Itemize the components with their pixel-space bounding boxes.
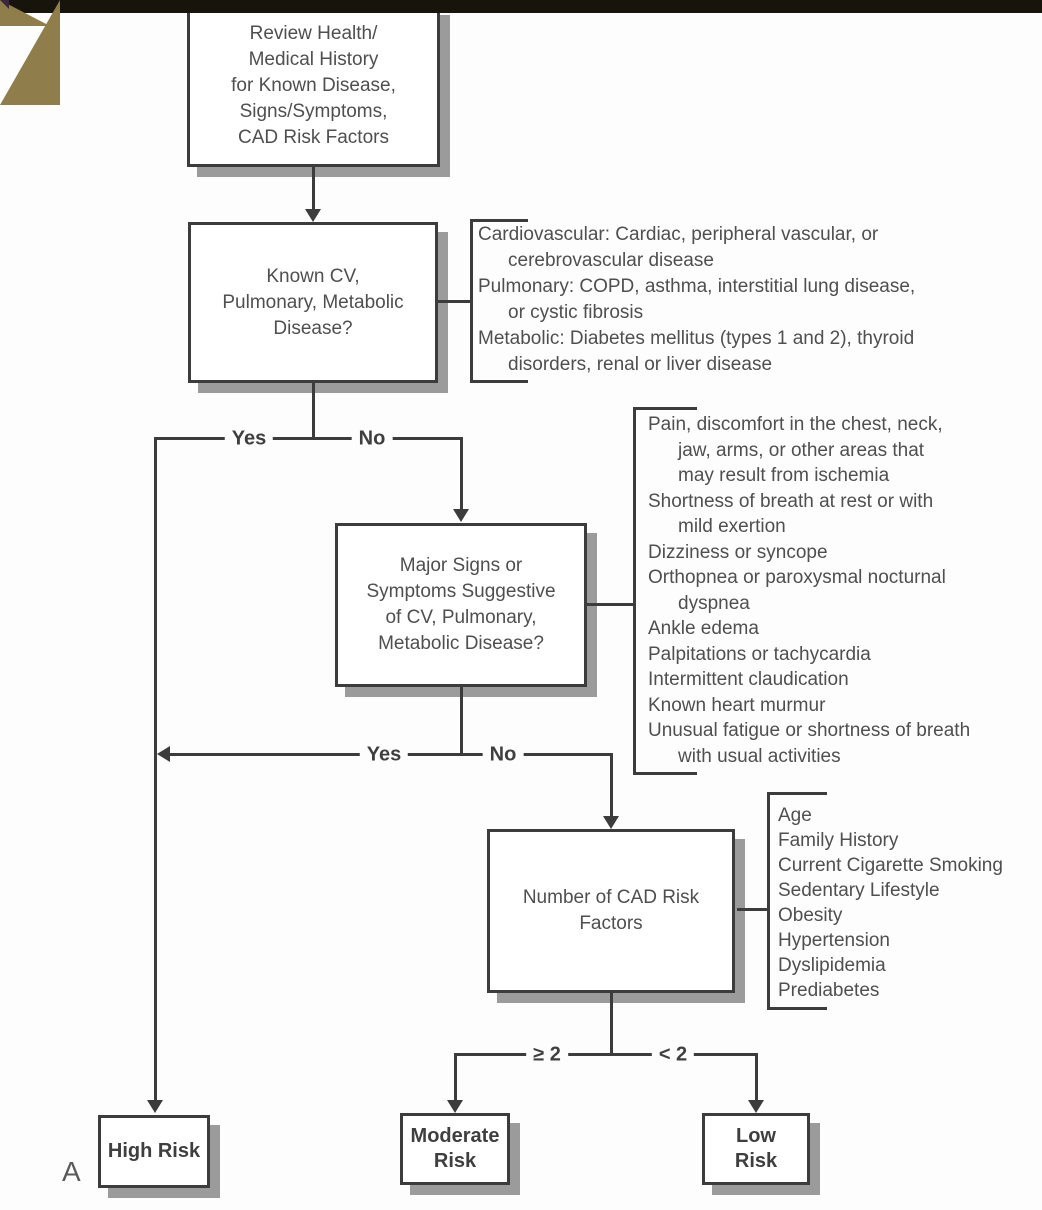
- no-branch1-vertical-line: [460, 437, 463, 511]
- text-line: Ankle edema: [648, 618, 759, 639]
- text-line: Intermittent claudication: [648, 669, 849, 690]
- page-corner-right: [0, 0, 60, 105]
- major-signs-box: Major Signs or Symptoms Suggestive of CV…: [335, 523, 587, 687]
- flow-line-review-to-known: [312, 167, 315, 211]
- text-line: Dizziness or syncope: [648, 541, 828, 563]
- text-line: Hypertension: [778, 930, 890, 951]
- text-line: Unusual fatigue or shortness of breath: [648, 720, 971, 741]
- text-line: may result from ischemia: [678, 465, 890, 486]
- connector-signs-to-symptoms: [587, 603, 633, 606]
- flow-line-cad-out: [610, 993, 613, 1056]
- arrowhead-into-moderate-risk-icon: [447, 1100, 463, 1113]
- text-line: Sedentary Lifestyle: [778, 880, 940, 901]
- text-line: Obesity: [778, 905, 843, 926]
- page-edge-shadow: [0, 0, 1042, 13]
- text-line: Palpitations or tachycardia: [648, 643, 871, 665]
- text-line: Pain, discomfort in the chest, neck,: [648, 414, 943, 435]
- branch-label-no2: No: [482, 743, 524, 767]
- signs-symptoms-list: Pain, discomfort in the chest, neck, jaw,…: [648, 412, 970, 769]
- text-line: Age: [778, 805, 812, 826]
- text-line: Current Cigarette Smoking: [778, 855, 1003, 876]
- connector-cad-to-factors: [737, 908, 767, 911]
- figure-panel-letter: A: [62, 1156, 81, 1187]
- flow-line-major-signs-out: [460, 687, 463, 756]
- arrowhead-into-cad-factors-icon: [603, 816, 619, 829]
- lt2-branch-vertical-line: [755, 1053, 758, 1102]
- connector-known-to-definitions: [438, 300, 470, 303]
- ge2-branch-vertical-line: [454, 1053, 457, 1102]
- high-risk-box: High Risk: [98, 1115, 210, 1188]
- text-line: Metabolic: Diabetes mellitus (types 1 an…: [478, 328, 915, 349]
- text-line: mild exertion: [678, 516, 786, 537]
- text-line: Shortness of breath at rest or with: [648, 490, 934, 512]
- text-line: Family History: [778, 830, 899, 851]
- text-line: Prediabetes: [778, 980, 880, 1001]
- text-line: with usual activities: [678, 745, 841, 767]
- no-branch2-vertical-line: [610, 753, 613, 818]
- moderate-risk-box: Moderate Risk: [400, 1113, 510, 1185]
- text-line: Pulmonary: COPD, asthma, interstitial lu…: [478, 276, 916, 297]
- text-line: jaw, arms, or other areas that: [678, 439, 925, 461]
- text-line: Dyslipidemia: [778, 955, 886, 976]
- arrowhead-yes2-left-icon: [157, 746, 170, 762]
- cad-risk-factors-box: Number of CAD Risk Factors: [487, 829, 735, 993]
- arrowhead-into-major-signs-icon: [453, 509, 469, 522]
- branch-label-yes2: Yes: [359, 743, 409, 767]
- disease-definitions-list: Cardiovascular: Cardiac, peripheral vasc…: [478, 222, 915, 378]
- arrowhead-into-low-risk-icon: [748, 1100, 764, 1113]
- arrowhead-into-known-disease-icon: [305, 209, 321, 222]
- text-line: or cystic fibrosis: [508, 302, 644, 323]
- low-risk-box: Low Risk: [702, 1113, 810, 1185]
- branch-label-lt2: < 2: [651, 1043, 695, 1067]
- branch-label-no1: No: [351, 427, 393, 451]
- branch3-horizontal-line: [455, 1053, 758, 1056]
- bracket-disease-definitions: [470, 219, 528, 383]
- text-line: disorders, renal or liver disease: [508, 354, 773, 375]
- text-line: Cardiovascular: Cardiac, peripheral vasc…: [478, 224, 879, 245]
- page-corner-top-right-mark: [0, 0, 9, 9]
- branch-label-yes1: Yes: [224, 427, 274, 451]
- yes-branch-vertical-line: [154, 437, 157, 1100]
- text-line: dyspnea: [678, 592, 750, 614]
- flow-line-known-out: [312, 383, 315, 440]
- review-history-box: Review Health/ Medical History for Known…: [187, 5, 440, 167]
- bracket-risk-factors: [767, 792, 827, 1010]
- text-line: Known heart murmur: [648, 694, 826, 716]
- arrowhead-into-high-risk-icon: [147, 1100, 163, 1113]
- text-line: cerebrovascular disease: [508, 250, 714, 271]
- branch1-horizontal-line: [155, 437, 463, 440]
- branch-label-ge2: ≥ 2: [526, 1043, 568, 1067]
- known-disease-box: Known CV, Pulmonary, Metabolic Disease?: [188, 222, 438, 383]
- text-line: Orthopnea or paroxysmal nocturnal: [648, 567, 946, 588]
- bracket-signs-symptoms: [633, 407, 697, 775]
